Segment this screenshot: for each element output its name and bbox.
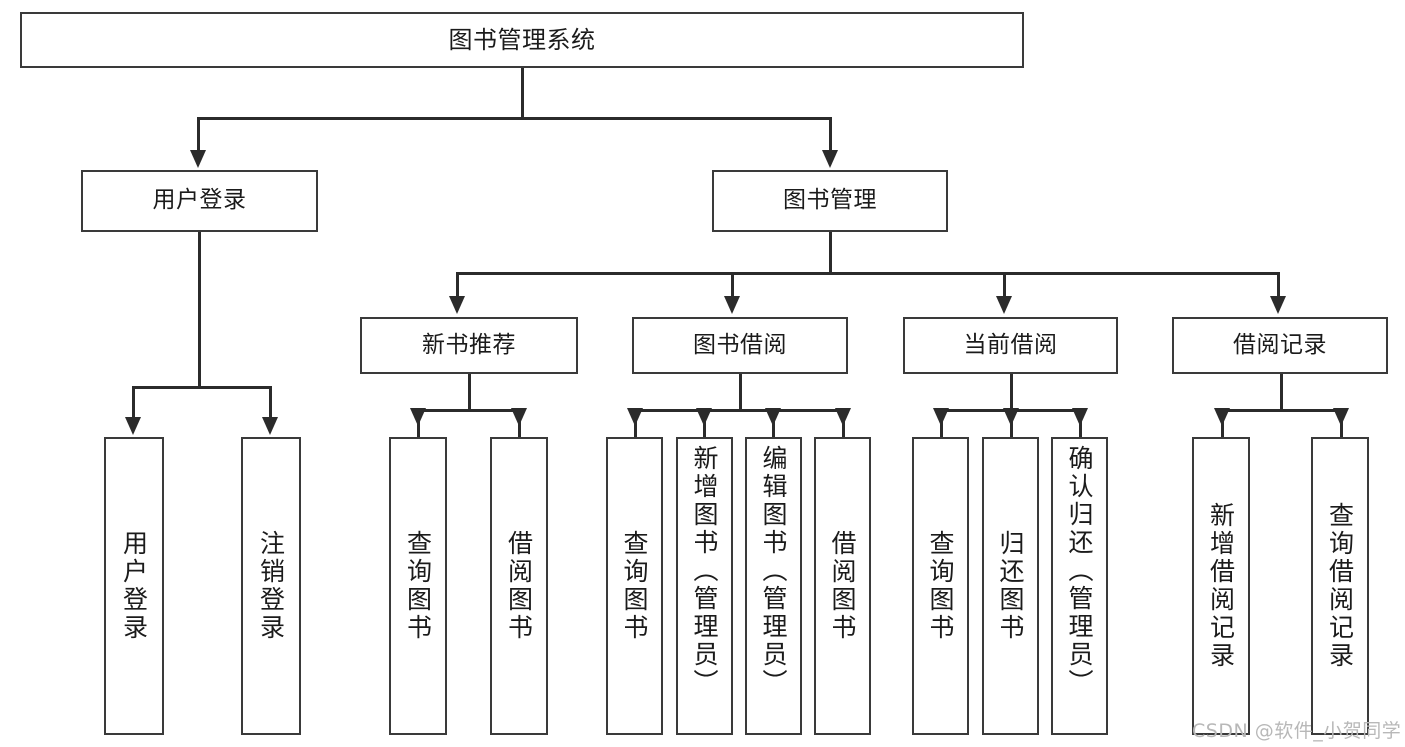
- node-label: 借阅图书: [504, 530, 534, 642]
- node-label: 新增借阅记录: [1206, 502, 1236, 670]
- arrowhead-book-manage: [822, 150, 838, 168]
- connector-new-book-bar: [418, 409, 519, 412]
- node-label: 查询图书: [926, 530, 955, 642]
- node-label: 图书管理系统: [448, 25, 596, 54]
- node-root-system[interactable]: 图书管理系统: [20, 12, 1024, 68]
- leaf-cb-confirm-return[interactable]: 确认归还（管理员）: [1051, 437, 1108, 735]
- arrowhead-bb-borrow: [835, 408, 851, 426]
- node-label: 查询图书: [620, 530, 649, 642]
- leaf-user-login[interactable]: 用户登录: [104, 437, 164, 735]
- arrowhead-cb-confirm: [1072, 408, 1088, 426]
- leaf-bb-query-book[interactable]: 查询图书: [606, 437, 663, 735]
- arrowhead-bb-add: [696, 408, 712, 426]
- connector-level3-bar: [457, 272, 1279, 275]
- node-label: 新书推荐: [422, 331, 516, 358]
- arrowhead-leaf-logout: [262, 417, 278, 435]
- arrowhead-leaf-user-login: [125, 417, 141, 435]
- arrowhead-br-query: [1333, 408, 1349, 426]
- connector-root-stem: [521, 68, 524, 118]
- connector-user-login-stem: [198, 232, 201, 387]
- node-label: 用户登录: [152, 187, 247, 214]
- node-label: 确认归还（管理员）: [1065, 445, 1094, 697]
- node-book-management[interactable]: 图书管理: [712, 170, 948, 232]
- node-label: 新增图书（管理员）: [690, 445, 719, 697]
- arrowhead-borrow-record: [1270, 296, 1286, 314]
- node-borrow-record[interactable]: 借阅记录: [1172, 317, 1388, 374]
- connector-drop-leaf-logout: [269, 386, 272, 418]
- connector-drop-new-book: [456, 272, 459, 297]
- leaf-bb-add-book[interactable]: 新增图书（管理员）: [676, 437, 733, 735]
- connector-br-bar: [1222, 409, 1341, 412]
- arrowhead-br-add: [1214, 408, 1230, 426]
- arrowhead-book-borrow: [724, 296, 740, 314]
- node-label: 图书借阅: [693, 331, 787, 358]
- node-current-borrow[interactable]: 当前借阅: [903, 317, 1118, 374]
- arrowhead-new-book: [449, 296, 465, 314]
- node-label: 编辑图书（管理员）: [759, 445, 788, 697]
- connector-drop-borrow-record: [1277, 272, 1280, 297]
- node-label: 注销登录: [256, 530, 286, 642]
- arrowhead-user-login: [190, 150, 206, 168]
- leaf-logout[interactable]: 注销登录: [241, 437, 301, 735]
- node-label: 查询图书: [403, 530, 433, 642]
- node-label: 图书管理: [783, 187, 877, 214]
- arrowhead-cb-return: [1003, 408, 1019, 426]
- connector-bb-stem: [739, 374, 742, 410]
- connector-user-login-bar: [133, 386, 270, 389]
- arrowhead-bb-query: [627, 408, 643, 426]
- arrowhead-cb-query: [933, 408, 949, 426]
- leaf-bb-edit-book[interactable]: 编辑图书（管理员）: [745, 437, 802, 735]
- node-label: 查询借阅记录: [1325, 502, 1355, 670]
- connector-level2-bar: [198, 117, 832, 120]
- leaf-cb-return-book[interactable]: 归还图书: [982, 437, 1039, 735]
- connector-cb-stem: [1010, 374, 1013, 410]
- arrowhead-nb-borrow: [511, 408, 527, 426]
- arrowhead-bb-edit: [765, 408, 781, 426]
- node-user-login[interactable]: 用户登录: [81, 170, 318, 232]
- leaf-nb-query-book[interactable]: 查询图书: [389, 437, 447, 735]
- arrowhead-current-borrow: [996, 296, 1012, 314]
- connector-drop-user-login: [197, 117, 200, 151]
- node-label: 当前借阅: [963, 331, 1058, 358]
- leaf-br-add-record[interactable]: 新增借阅记录: [1192, 437, 1250, 735]
- connector-drop-leaf-user-login: [132, 386, 135, 418]
- leaf-bb-borrow-book[interactable]: 借阅图书: [814, 437, 871, 735]
- arrowhead-nb-query: [410, 408, 426, 426]
- leaf-br-query-record[interactable]: 查询借阅记录: [1311, 437, 1369, 735]
- node-label: 借阅图书: [828, 530, 857, 642]
- connector-br-stem: [1280, 374, 1283, 410]
- connector-drop-book-borrow: [731, 272, 734, 297]
- node-book-borrow[interactable]: 图书借阅: [632, 317, 848, 374]
- node-label: 借阅记录: [1233, 331, 1327, 358]
- leaf-nb-borrow-book[interactable]: 借阅图书: [490, 437, 548, 735]
- node-label: 用户登录: [119, 530, 149, 642]
- connector-book-manage-stem: [829, 232, 832, 273]
- connector-bb-bar: [635, 409, 844, 412]
- connector-drop-current-borrow: [1003, 272, 1006, 297]
- leaf-cb-query-book[interactable]: 查询图书: [912, 437, 969, 735]
- node-label: 归还图书: [996, 530, 1025, 642]
- csdn-watermark: CSDN @软件_小贺同学: [1192, 720, 1402, 742]
- connector-new-book-stem: [468, 374, 471, 410]
- connector-drop-book-manage: [829, 117, 832, 151]
- node-new-book-recommend[interactable]: 新书推荐: [360, 317, 578, 374]
